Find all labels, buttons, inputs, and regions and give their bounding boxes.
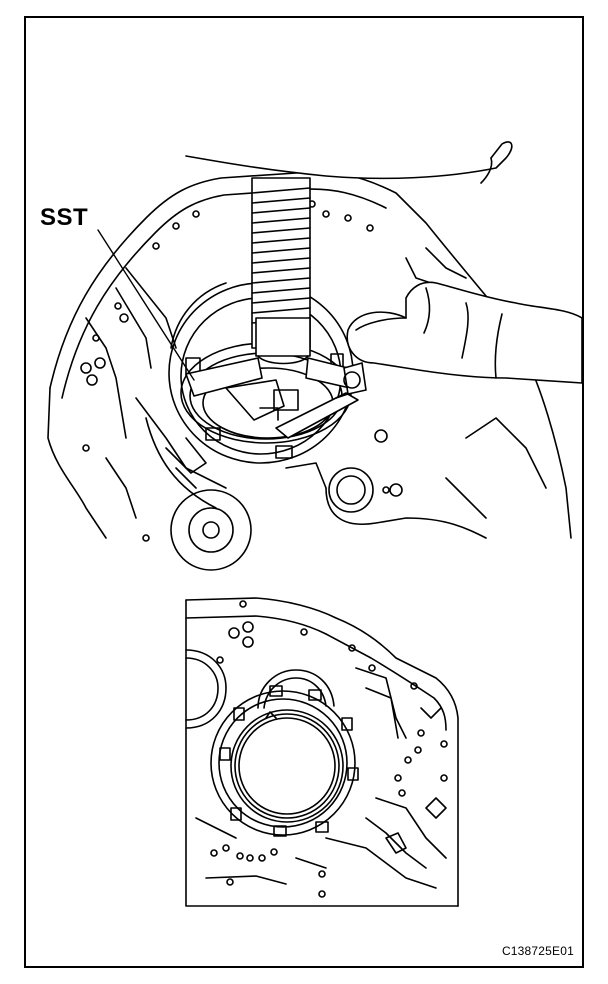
bottom-view-bearing-bore bbox=[210, 669, 359, 837]
sst-leader-line bbox=[97, 229, 195, 381]
sst-label: SST bbox=[40, 204, 89, 231]
top-view-housing bbox=[47, 170, 572, 571]
bottom-view-housing bbox=[185, 597, 459, 907]
figure-code: C138725E01 bbox=[501, 944, 574, 958]
illustration-frame: SST C138725E01 bbox=[24, 16, 584, 968]
top-view-hands bbox=[185, 141, 582, 399]
technical-drawing bbox=[47, 141, 582, 907]
